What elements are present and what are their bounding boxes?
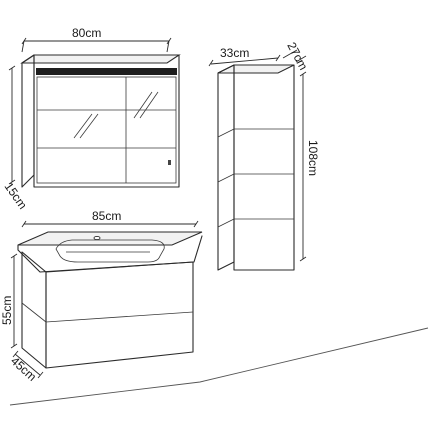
mirror-cabinet-led-strip — [36, 68, 177, 75]
vanity-cabinet-side — [21, 251, 47, 369]
vanity-height-dimension — [10, 253, 18, 349]
mirror-depth-dimension — [8, 65, 16, 185]
tall-width-dimension — [208, 54, 281, 67]
floor-line — [9, 327, 429, 406]
mirror-cabinet-top — [20, 54, 181, 64]
mirror-cabinet — [20, 54, 181, 188]
mirror-cabinet-inner-frame — [36, 76, 177, 184]
tall-cabinet-front — [233, 64, 295, 271]
mirror-depth-label: 15cm — [2, 180, 30, 212]
mirror-reflection-right — [133, 91, 159, 119]
vanity-height-label: 55cm — [0, 296, 14, 325]
tall-height-label: 108cm — [306, 140, 320, 176]
vanity-countertop — [17, 231, 203, 246]
mirror-cabinet-front — [33, 54, 180, 188]
tall-depth-dimension — [282, 49, 307, 63]
tall-cabinet-side — [217, 64, 235, 271]
vanity-countertop-edge — [17, 235, 203, 273]
vanity-drawer-seam — [45, 311, 194, 323]
vanity-unit — [17, 231, 203, 369]
tall-cabinet — [217, 64, 295, 271]
mirror-reflection-left — [73, 113, 99, 139]
mirror-width-dimension — [21, 37, 172, 53]
mirror-cabinet-side — [21, 54, 35, 188]
vanity-faucet — [93, 235, 101, 241]
mirror-switch — [168, 160, 171, 165]
tall-width-label: 33cm — [220, 46, 249, 60]
vanity-cabinet-front — [45, 261, 194, 369]
tall-cabinet-top — [217, 64, 295, 74]
tall-height-dimension — [299, 71, 307, 262]
mirror-width-label: 80cm — [72, 26, 101, 40]
vanity-depth-dimension — [12, 350, 44, 379]
vanity-width-dimension — [21, 220, 199, 228]
vanity-basin — [55, 239, 165, 263]
vanity-width-label: 85cm — [92, 209, 121, 223]
